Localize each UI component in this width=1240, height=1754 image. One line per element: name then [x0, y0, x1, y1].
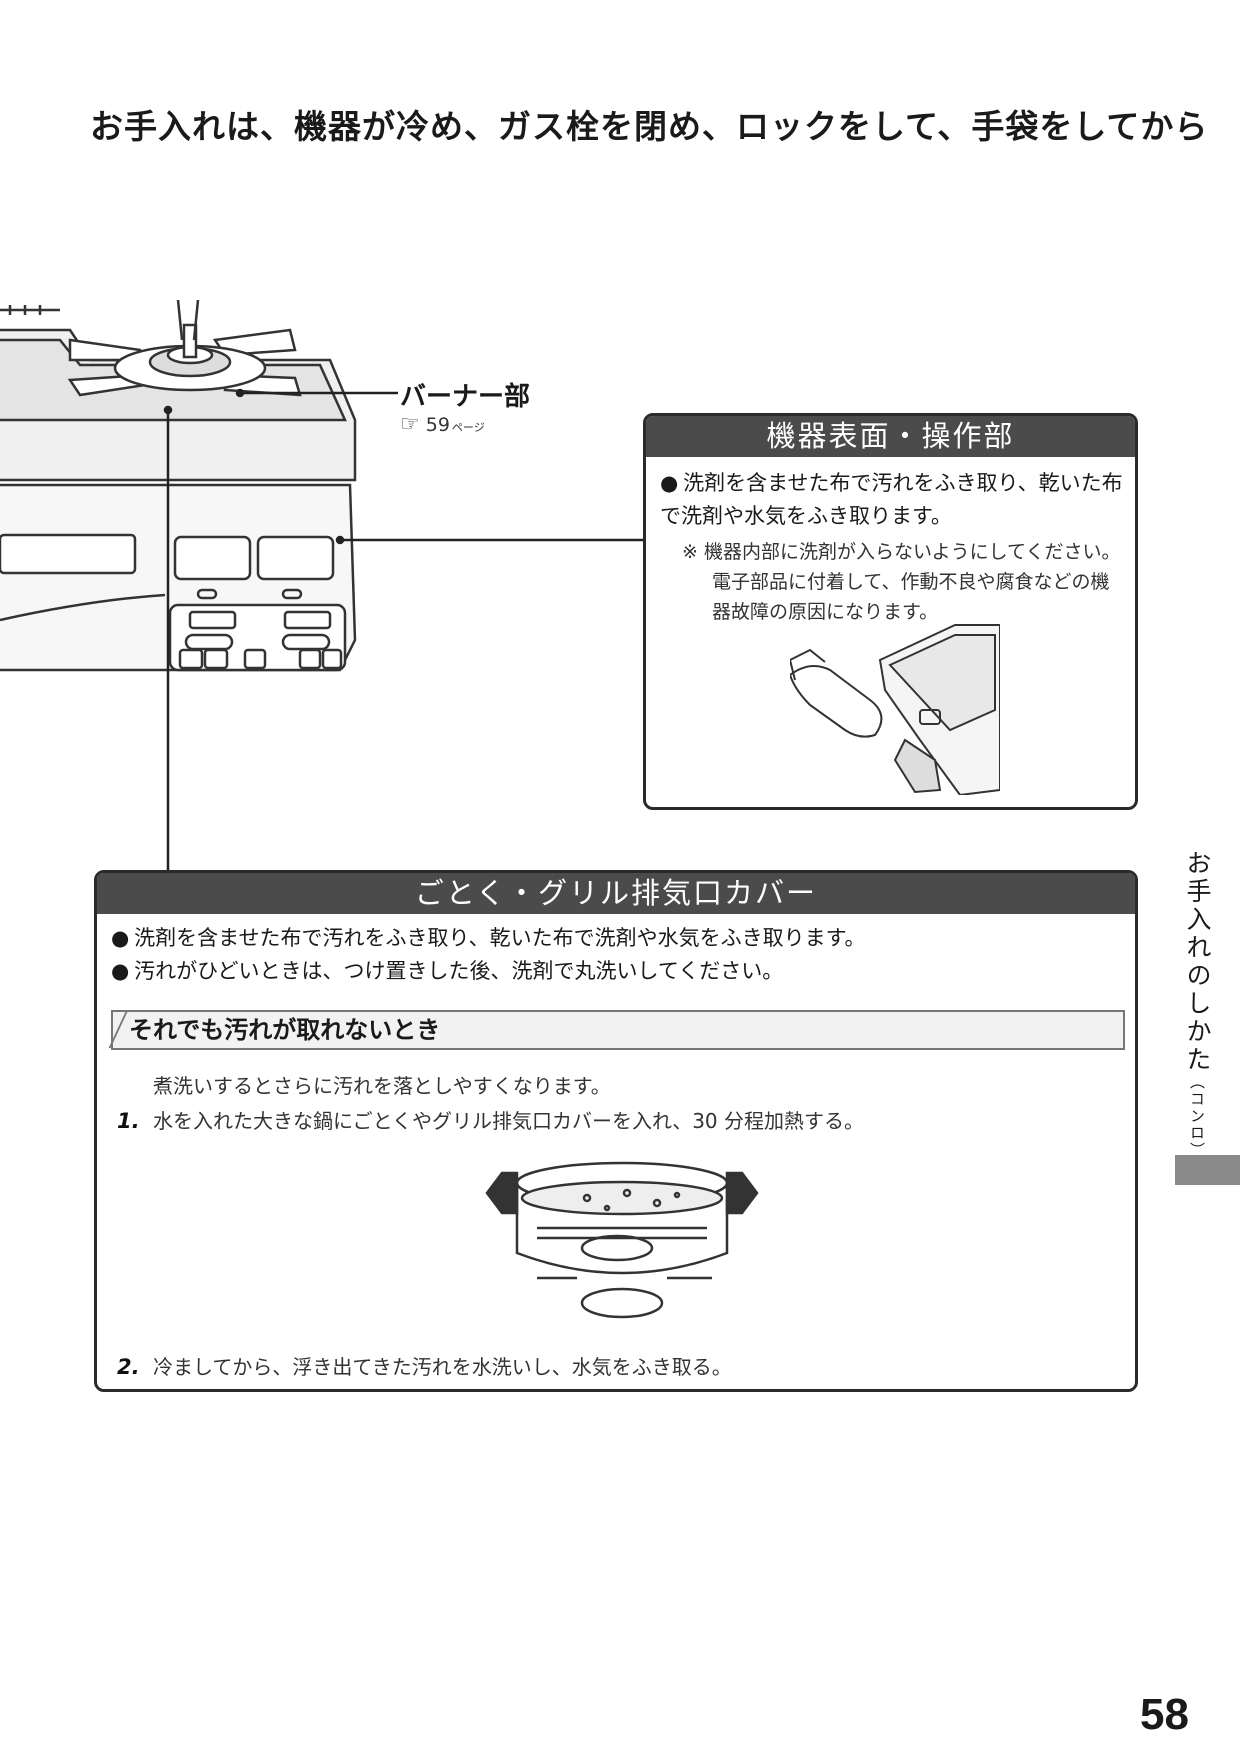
- bullet-dot-icon: ●: [660, 471, 679, 495]
- page-number: 58: [1140, 1690, 1189, 1739]
- list-item: ●洗剤を含ませた布で汚れをふき取り、乾いた布で洗剤や水気をふき取ります。: [111, 922, 1135, 955]
- surface-bullet-text: 洗剤を含ませた布で汚れをふき取り、乾いた布で洗剤や水気をふき取ります。: [660, 471, 1123, 528]
- surface-note-text: 機器内部に洗剤が入らないようにしてください。電子部品に付着して、作動不良や腐食な…: [703, 541, 1121, 623]
- surface-controls-box: 機器表面・操作部 ●洗剤を含ませた布で汚れをふき取り、乾いた布で洗剤や水気をふき…: [643, 413, 1138, 810]
- surface-bullet: ●洗剤を含ませた布で汚れをふき取り、乾いた布で洗剤や水気をふき取ります。: [660, 467, 1125, 533]
- trivet-grill-cover-box: ごとく・グリル排気口カバー ●洗剤を含ませた布で汚れをふき取り、乾いた布で洗剤や…: [94, 870, 1138, 1392]
- ref-page-number: 59: [425, 414, 450, 436]
- boil-wash-intro: 煮洗いするとさらに汚れを落としやすくなります。: [153, 1074, 611, 1098]
- sub-heading: それでも汚れが取れないとき: [111, 1010, 1125, 1050]
- page-headline: お手入れは、機器が冷め、ガス栓を閉め、ロックをして、手袋をしてから: [90, 107, 1209, 146]
- stove-illustration: [0, 300, 357, 672]
- list-item: ●汚れがひどいときは、つけ置きした後、洗剤で丸洗いしてください。: [111, 955, 1135, 988]
- side-tab-sub: （コンロ）: [1188, 1074, 1206, 1159]
- pointing-hand-icon: ☞: [400, 412, 420, 437]
- note-mark: ※: [682, 541, 698, 563]
- step-1: 1.水を入れた大きな鍋にごとくやグリル排気口カバーを入れ、30 分程加熱する。: [117, 1109, 865, 1133]
- bullet-dot-icon: ●: [111, 959, 130, 983]
- bullet-dot-icon: ●: [111, 926, 130, 950]
- side-tab-marker: [1175, 1155, 1240, 1185]
- ref-page-unit: ページ: [451, 421, 485, 434]
- gotoku-box-title: ごとく・グリル排気口カバー: [97, 873, 1135, 914]
- wiping-cloth-illustration: [790, 624, 1000, 795]
- surface-note: ※ 機器内部に洗剤が入らないようにしてください。電子部品に付着して、作動不良や腐…: [682, 537, 1125, 627]
- boiling-pot-illustration: [485, 1161, 759, 1319]
- surface-box-title: 機器表面・操作部: [646, 416, 1135, 457]
- side-tab-main: お手入れのしかた: [1183, 850, 1212, 1074]
- section-side-tab: お手入れのしかた（コンロ）: [1175, 850, 1215, 1159]
- step-2: 2.冷ましてから、浮き出てきた汚れを水洗いし、水気をふき取る。: [117, 1355, 732, 1379]
- burner-label: バーナー部: [400, 382, 531, 412]
